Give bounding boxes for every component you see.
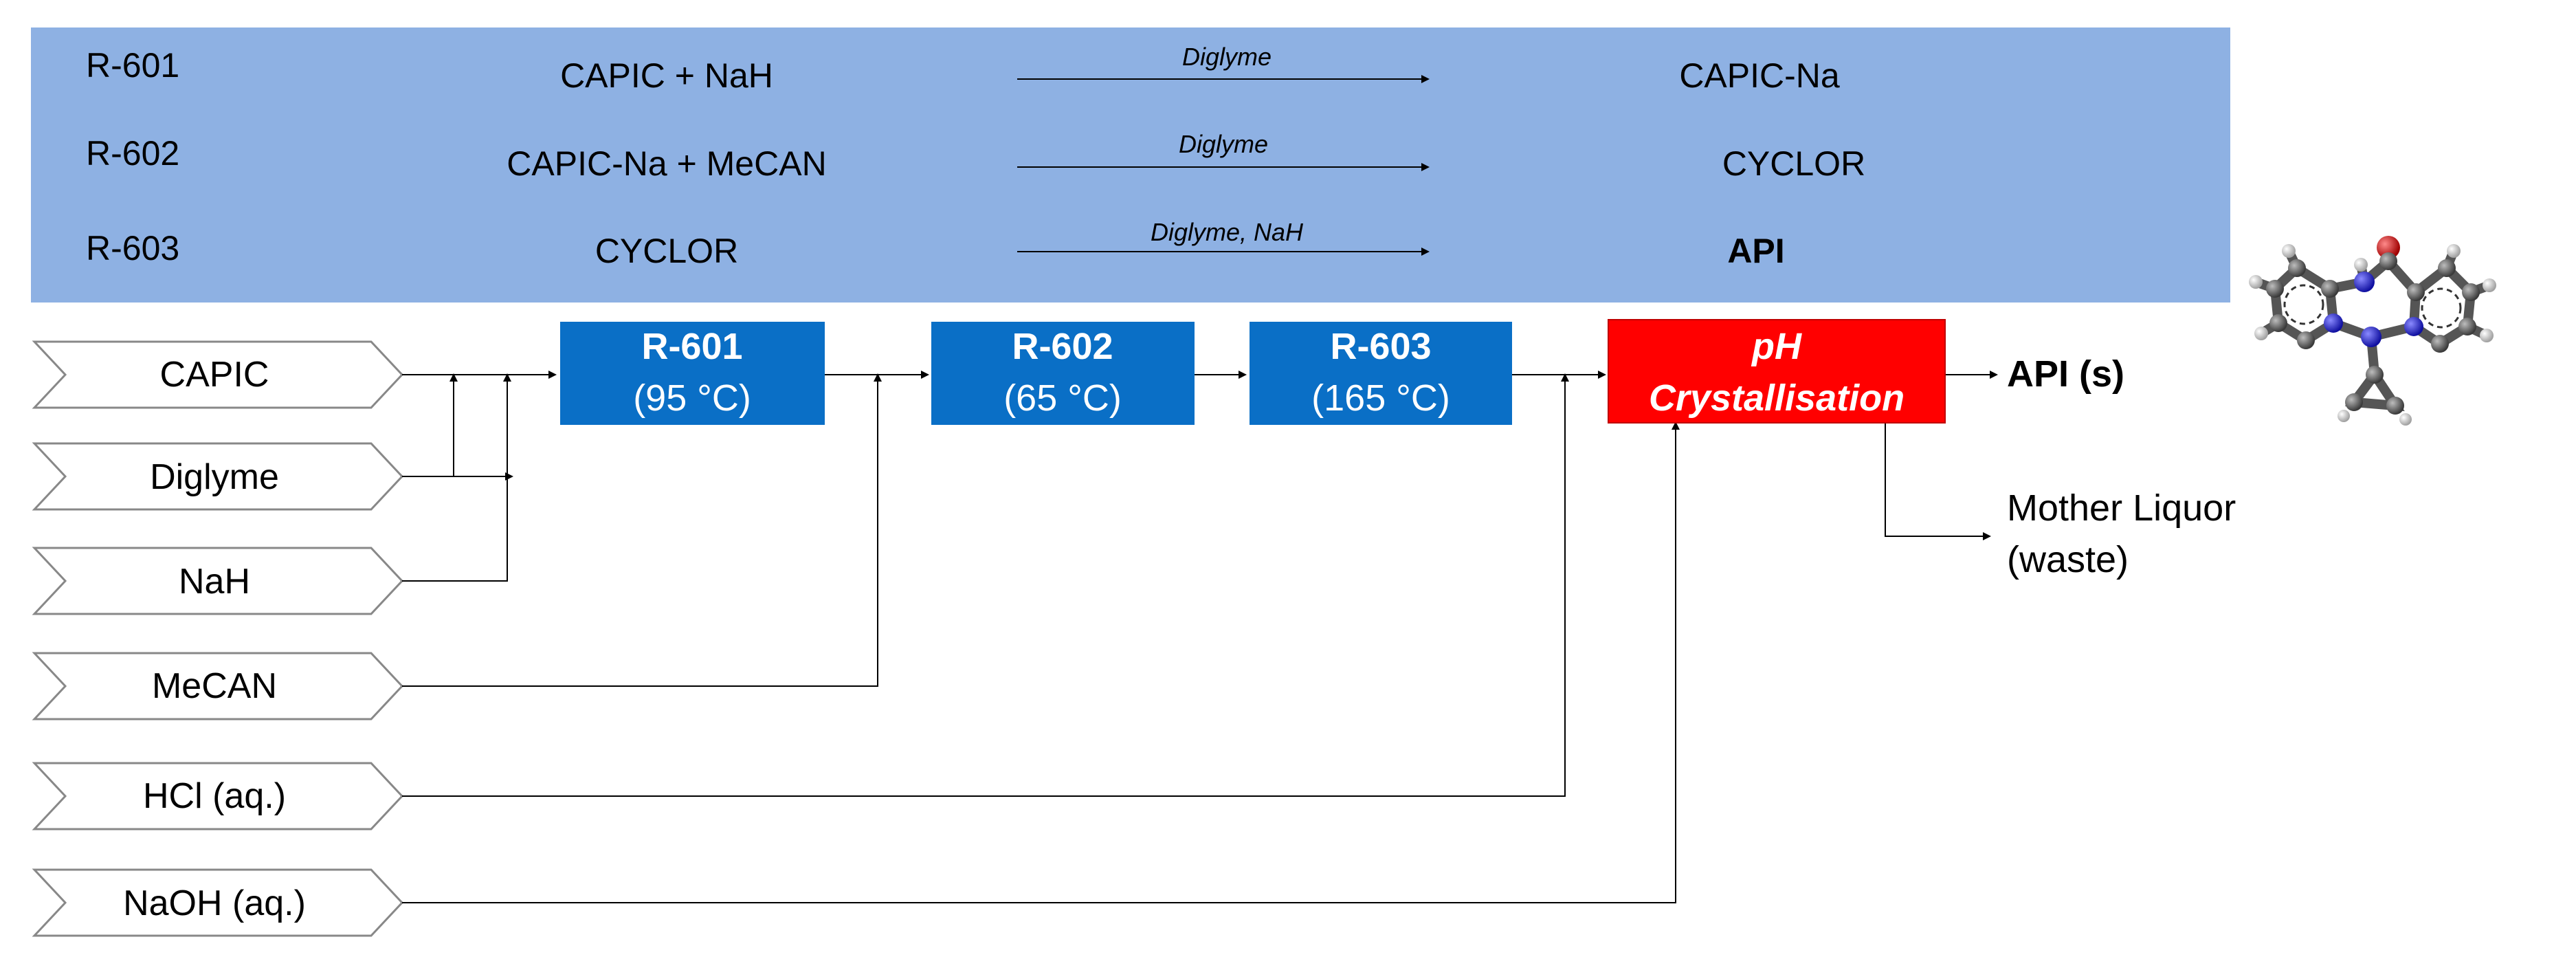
reaction-product: CYCLOR	[1722, 144, 1865, 183]
reaction-reactants: CAPIC-Na + MeCAN	[507, 144, 826, 183]
flow-line	[402, 373, 882, 687]
chevron-shape	[32, 340, 404, 409]
chevron-shape	[32, 868, 404, 937]
flow-line	[402, 373, 511, 582]
crystallizer-line1: pH	[1751, 326, 1802, 367]
chevron-shape	[32, 652, 404, 720]
feed-chevron: CAPIC	[32, 340, 404, 409]
feed-chevron: NaOH (aq.)	[32, 868, 404, 937]
chevron-shape	[32, 762, 404, 830]
reactor-box	[931, 322, 1195, 425]
reaction-product: API	[1727, 232, 1784, 270]
flow-lines	[402, 371, 1998, 903]
reactor-unit: R-601 (95 °C)	[560, 322, 825, 425]
reaction-row: R-601 CAPIC + NaH Diglyme CAPIC-Na	[86, 43, 1840, 95]
waste-output-label: Mother Liquor	[2007, 487, 2236, 529]
flow-line	[402, 421, 1680, 903]
reactor-unit: R-602 (65 °C)	[931, 322, 1195, 425]
reactor-name: R-602	[1012, 326, 1113, 367]
reactor-box	[1250, 322, 1512, 425]
crystallizer-box	[1608, 319, 1946, 424]
product-output-label: API (s)	[2007, 353, 2124, 395]
reaction-row: R-603 CYCLOR Diglyme, NaH API	[86, 218, 1785, 270]
reactor-unit: R-603 (165 °C)	[1250, 322, 1512, 425]
feed-label: NaOH (aq.)	[123, 883, 306, 923]
reaction-id: R-603	[86, 229, 179, 267]
reaction-conditions: Diglyme	[1179, 130, 1268, 158]
reaction-reactants: CYCLOR	[595, 232, 738, 270]
reactor-temp: (95 °C)	[633, 377, 751, 419]
reactor-name: R-601	[641, 326, 742, 367]
flow-line	[402, 373, 458, 477]
reactor-name: R-603	[1330, 326, 1431, 367]
reactor-temp: (165 °C)	[1311, 377, 1450, 419]
reaction-banner	[31, 28, 2230, 302]
molecule-3d-icon	[2249, 236, 2496, 426]
reaction-product: CAPIC-Na	[1679, 56, 1840, 95]
chevron-shape	[32, 547, 404, 615]
crystallizer-line2: Crystallisation	[1649, 377, 1905, 419]
feed-chevron: HCl (aq.)	[32, 762, 404, 830]
reactor-temp: (65 °C)	[1003, 377, 1122, 419]
reaction-conditions: Diglyme	[1182, 43, 1272, 71]
flow-line	[402, 373, 1569, 797]
reaction-conditions: Diglyme, NaH	[1151, 218, 1304, 246]
reaction-id: R-602	[86, 134, 179, 173]
reactor-box	[560, 322, 825, 425]
reaction-id: R-601	[86, 46, 179, 85]
feed-chevron: Diglyme	[32, 442, 404, 511]
feed-chevron: MeCAN	[32, 652, 404, 720]
waste-output-label: (waste)	[2007, 539, 2129, 580]
reaction-row: R-602 CAPIC-Na + MeCAN Diglyme CYCLOR	[86, 130, 1865, 183]
feed-label: HCl (aq.)	[143, 776, 286, 816]
crystallizer-unit: pH Crystallisation	[1608, 319, 1946, 424]
feed-label: NaH	[179, 562, 250, 602]
feed-chevron: NaH	[32, 547, 404, 615]
chevron-shape	[32, 442, 404, 511]
reaction-reactants: CAPIC + NaH	[560, 56, 773, 95]
feed-label: CAPIC	[160, 355, 269, 395]
feed-label: Diglyme	[150, 457, 279, 497]
feed-label: MeCAN	[152, 666, 277, 706]
flow-line	[1885, 423, 1991, 540]
